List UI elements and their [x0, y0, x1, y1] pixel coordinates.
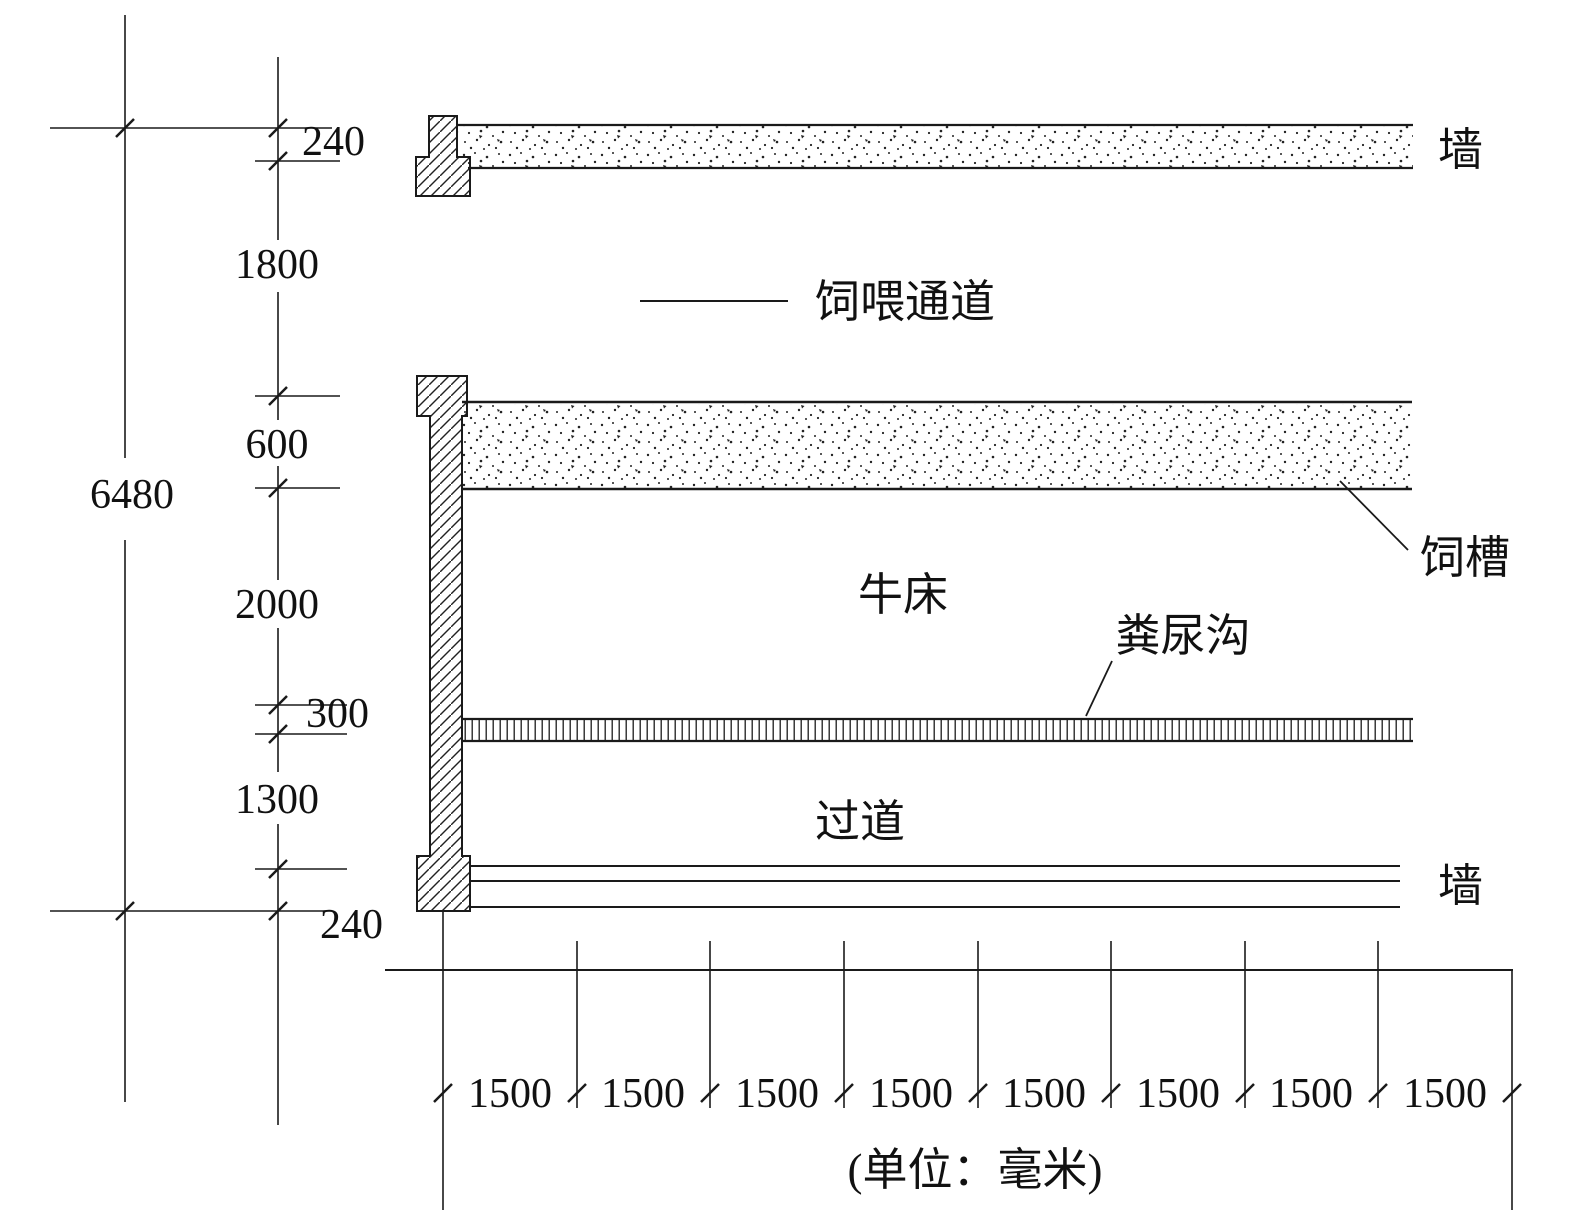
- manure-ditch-label: 粪尿沟: [1115, 611, 1250, 661]
- feed-trough-leader-line: [1339, 480, 1409, 551]
- bottom-tick-marks: [433, 1083, 1522, 1103]
- dim-1500-8: 1500: [1403, 1071, 1487, 1117]
- dim-600: 600: [246, 422, 309, 468]
- dim-1300: 1300: [235, 777, 319, 823]
- feed-trough-callout: 饲槽: [1339, 480, 1510, 583]
- aisle-label: 过道: [815, 797, 905, 847]
- dim-2000: 2000: [235, 582, 319, 628]
- feed-trough: [462, 400, 1412, 491]
- dim-1500-6: 1500: [1136, 1071, 1220, 1117]
- unit-note: (单位：毫米): [848, 1145, 1103, 1195]
- bottom-wall: [470, 865, 1400, 908]
- top-wall: [457, 123, 1413, 170]
- dim-240-bottom: 240: [320, 902, 383, 948]
- feed-trough-fill: [463, 404, 1411, 488]
- cattle-bed-label: 牛床: [858, 570, 948, 620]
- top-wall-fill: [458, 126, 1413, 167]
- top-wall-label: 墙: [1438, 125, 1483, 175]
- bottom-dimension-chain: 1500 1500 1500 1500 1500 1500 1500 1500: [385, 911, 1522, 1210]
- left-wall-column: [416, 375, 471, 912]
- feeding-passage-label: 饲喂通道: [815, 277, 995, 327]
- feed-trough-label: 饲槽: [1420, 533, 1510, 583]
- manure-ditch-fill: [462, 720, 1413, 740]
- dim-1500-4: 1500: [869, 1071, 953, 1117]
- dim-1500-2: 1500: [601, 1071, 685, 1117]
- dim-1500-1: 1500: [468, 1071, 552, 1117]
- left-total-dimension: 6480: [90, 15, 174, 1102]
- total-height-value: 6480: [90, 472, 174, 518]
- dim-1500-5: 1500: [1002, 1071, 1086, 1117]
- feeding-passage-callout: 饲喂通道: [640, 277, 995, 327]
- top-corner-pier: [415, 115, 471, 197]
- dim-240-top: 240: [302, 119, 365, 165]
- dim-1500-7: 1500: [1269, 1071, 1353, 1117]
- manure-ditch: [462, 717, 1413, 743]
- dim-1500-3: 1500: [735, 1071, 819, 1117]
- manure-ditch-callout: 粪尿沟: [1085, 611, 1251, 717]
- dim-1800: 1800: [235, 242, 319, 288]
- left-dimension-chain: 240 1800 600 2000 300 1300 240: [50, 57, 383, 1125]
- dim-300: 300: [306, 691, 369, 737]
- manure-ditch-leader-line: [1085, 660, 1113, 717]
- bottom-wall-label: 墙: [1438, 861, 1483, 911]
- left-tick-marks: [115, 118, 288, 921]
